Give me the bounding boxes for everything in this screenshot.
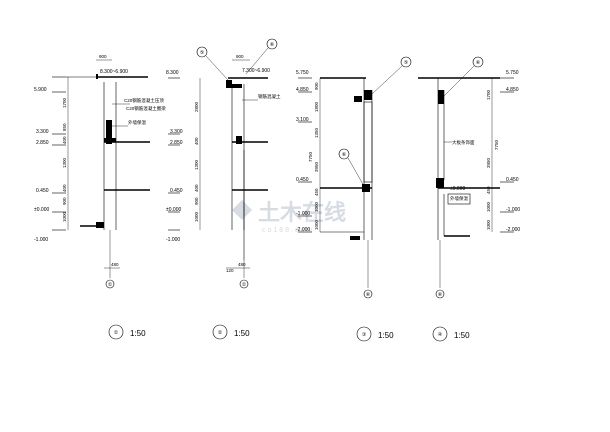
detail-1-level: -1.000 (34, 237, 48, 243)
detail-1-note: C20钢筋混凝土压顶 (124, 97, 164, 104)
detail-3-level: -2.000 (296, 227, 310, 233)
detail-3: ⑤ ⑥ 5.750 4.850 3.100 0.450 -1.000 -2.00… (296, 56, 412, 342)
detail-3-level: 5.750 (296, 70, 309, 76)
detail-4-level: 0.450 (506, 177, 519, 183)
detail-1-dim: 1300 (62, 157, 67, 168)
watermark-main: 土木在线 (258, 200, 346, 225)
detail-3-dim: 1800 (314, 101, 319, 112)
detail-1-dim: 900 (62, 197, 67, 205)
detail-2-dim-top: 900 (236, 54, 244, 59)
detail-4-level: ±0.000 (450, 186, 465, 192)
detail-2-level: 8.300 (166, 70, 179, 76)
detail-1-bottom-dim: 480 (111, 262, 119, 267)
detail-2-dim: 400 (194, 184, 199, 192)
detail-3-callout: ⑤ (404, 60, 409, 66)
detail-2-dim: 900 (194, 197, 199, 205)
detail-1-dim: 400 (62, 136, 67, 144)
detail-4-title-num: ④ (438, 332, 443, 338)
detail-3-callout: ⑥ (342, 152, 347, 158)
detail-1-dim-top: 900 (99, 54, 107, 59)
detail-1-level: 2.850 (36, 140, 49, 146)
watermark: 土木在线 co188.com (232, 200, 346, 234)
detail-1-title-num: ① (114, 330, 119, 336)
detail-3-dim: 900 (314, 82, 319, 90)
detail-2-level: 0.450 (170, 188, 183, 194)
detail-1-note: 外墙保温 (128, 119, 146, 126)
detail-1-dim: 1000 (62, 211, 67, 222)
detail-3-dim: 3950 (314, 161, 319, 172)
detail-2-callout: ⑥ (270, 42, 275, 48)
detail-3-dim: 1000 (314, 219, 319, 230)
detail-4-dim: 7750 (494, 139, 499, 150)
detail-3-level: 4.850 (296, 87, 309, 93)
detail-2-axis: ① (242, 282, 247, 288)
detail-2-level: 3.300 (170, 129, 183, 135)
detail-2-scale: 1:50 (234, 329, 250, 338)
detail-3-level: 3.100 (296, 117, 309, 123)
detail-2-level: -1.000 (166, 237, 180, 243)
detail-1-note: C20钢筋混凝土圈梁 (126, 105, 166, 112)
detail-4-note: 外墙保温 (450, 195, 468, 202)
detail-2-dim: 400 (194, 137, 199, 145)
detail-1: 900 8.300~6.900 5.900 3.300 2.850 0.450 … (34, 54, 166, 340)
detail-1-level: ±0.000 (34, 207, 49, 213)
detail-1-dim: 400 (62, 184, 67, 192)
detail-3-dim: 1000 (314, 201, 319, 212)
detail-2-note: 钢筋混凝土 (258, 93, 281, 100)
detail-3-title-num: ③ (362, 332, 367, 338)
detail-3-level: 0.450 (296, 177, 309, 183)
detail-4-level: 4.850 (506, 87, 519, 93)
detail-2: 900 ⑤ ⑥ 8.300 7.300~6.900 3.300 2.850 0.… (166, 38, 281, 340)
detail-2-level: ±0.000 (166, 207, 181, 213)
detail-2-bottom-dim: 480 (238, 262, 246, 267)
detail-4-dim: 1700 (486, 89, 491, 100)
detail-3-dim: 1350 (314, 127, 319, 138)
detail-4: ⑥ 大板条饰面 外墙保温 5.750 4.850 0.450 ±0.000 -1… (418, 56, 520, 342)
detail-4-dim: 3950 (486, 157, 491, 168)
detail-4-scale: 1:50 (454, 331, 470, 340)
detail-4-level: 5.750 (506, 70, 519, 76)
detail-2-dim: 2800 (194, 101, 199, 112)
detail-4-level: -1.000 (506, 207, 520, 213)
detail-4-dim: 450 (486, 186, 491, 194)
detail-4-note: 大板条饰面 (452, 139, 475, 146)
detail-4-axis: ⑥ (438, 292, 443, 298)
detail-3-dim: 7750 (308, 151, 313, 162)
detail-2-level: 2.850 (170, 140, 183, 146)
detail-3-dim: 450 (314, 188, 319, 196)
detail-1-dim: 1700 (62, 97, 67, 108)
detail-1-dim: 850 (62, 123, 67, 131)
detail-2-title-num: ② (218, 330, 223, 336)
detail-3-axis: ⑥ (366, 292, 371, 298)
detail-4-dim: 1000 (486, 219, 491, 230)
detail-2-level: 7.300~6.900 (242, 68, 270, 74)
detail-1-level: 3.300 (36, 129, 49, 135)
detail-3-scale: 1:50 (378, 331, 394, 340)
detail-2-dim: 1000 (194, 211, 199, 222)
detail-2-callout: ⑤ (200, 50, 205, 56)
detail-2-dim: 1300 (194, 159, 199, 170)
detail-4-dim: 1000 (486, 201, 491, 212)
detail-4-level: -2.000 (506, 227, 520, 233)
detail-4-callout: ⑥ (476, 60, 481, 66)
detail-1-level: 5.900 (34, 87, 47, 93)
detail-3-level: -1.000 (296, 211, 310, 217)
detail-1-scale: 1:50 (130, 329, 146, 338)
detail-1-axis: ① (108, 282, 113, 288)
detail-1-level: 0.450 (36, 188, 49, 194)
detail-1-level: 8.300~6.900 (100, 69, 128, 75)
detail-2-bottom-dim: 120 (226, 268, 234, 273)
watermark-sub: co188.com (262, 227, 314, 234)
